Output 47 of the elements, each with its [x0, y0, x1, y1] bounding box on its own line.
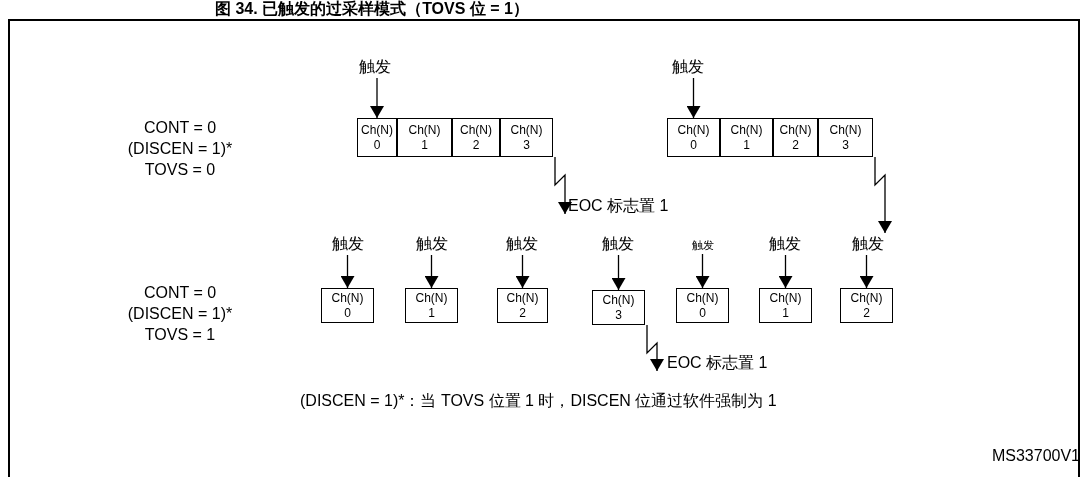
arrow — [424, 254, 439, 289]
arrow — [370, 77, 384, 119]
arrow — [778, 254, 793, 289]
channel-box: Ch(N) 0 — [321, 288, 374, 323]
eoc-label: EOC 标志置 1 — [568, 196, 678, 216]
trigger-label: 触发 — [765, 233, 805, 255]
channel-box: Ch(N) 3 — [592, 290, 645, 325]
channel-box: Ch(N) 2 — [773, 118, 818, 157]
setting-label: CONT = 0 — [142, 118, 218, 138]
trigger-label: 触发 — [502, 233, 542, 255]
setting-label: TOVS = 1 — [143, 325, 217, 345]
setting-label: TOVS = 0 — [143, 160, 217, 180]
channel-box: Ch(N) 2 — [497, 288, 548, 323]
trigger-label: 触发 — [668, 56, 708, 78]
channel-box: Ch(N) 3 — [818, 118, 873, 157]
channel-box: Ch(N) 1 — [405, 288, 458, 323]
channel-box: Ch(N) 2 — [452, 118, 500, 157]
setting-label: (DISCEN = 1)* — [126, 139, 234, 159]
channel-box: Ch(N) 1 — [759, 288, 812, 323]
arrow — [695, 253, 710, 289]
setting-label: (DISCEN = 1)*：当 TOVS 位置 1 时，DISCEN 位通过软件强制为 1 — [300, 391, 778, 411]
channel-box: Ch(N) 3 — [500, 118, 553, 157]
arrow — [515, 254, 530, 289]
eoc-label: EOC 标志置 1 — [667, 353, 777, 373]
figure-title: 图 34. 已触发的过采样模式（TOVS 位 = 1） — [215, 0, 529, 18]
figure-id: MS33700V1 — [990, 446, 1080, 466]
arrow — [686, 77, 701, 119]
trigger-label: 触发 — [598, 233, 638, 255]
trigger-label: 触发 — [355, 56, 395, 78]
arrow — [859, 254, 874, 289]
trigger-label: 触发 — [686, 236, 720, 254]
setting-label: (DISCEN = 1)* — [126, 304, 234, 324]
channel-box: Ch(N) 2 — [840, 288, 893, 323]
trigger-label: 触发 — [412, 233, 452, 255]
arrow — [646, 324, 664, 372]
trigger-label: 触发 — [848, 233, 888, 255]
arrow — [611, 254, 626, 291]
setting-label: CONT = 0 — [142, 283, 218, 303]
channel-box: Ch(N) 1 — [720, 118, 773, 157]
channel-box: Ch(N) 0 — [667, 118, 720, 157]
arrow — [554, 156, 572, 215]
arrow — [874, 156, 892, 234]
trigger-label: 触发 — [328, 233, 368, 255]
channel-box: Ch(N) 1 — [397, 118, 452, 157]
channel-box: Ch(N) 0 — [357, 118, 397, 157]
arrow — [340, 254, 355, 289]
channel-box: Ch(N) 0 — [676, 288, 729, 323]
